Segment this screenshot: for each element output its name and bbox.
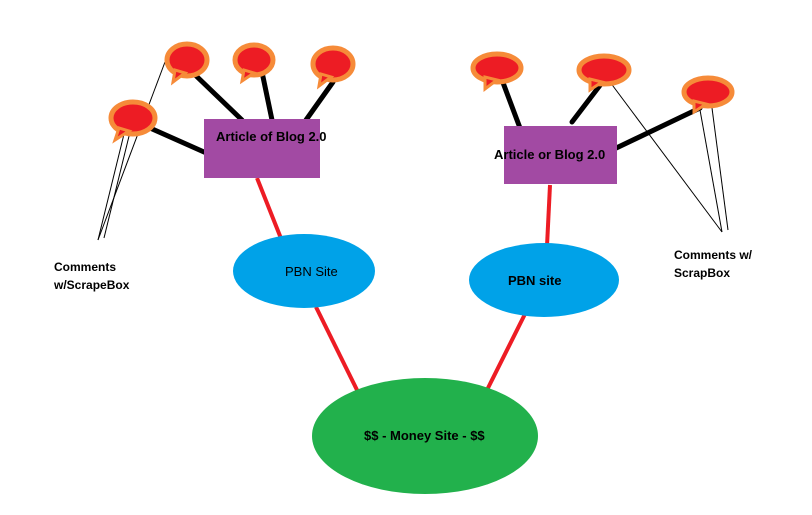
annotation-pointers-left (97, 61, 166, 241)
speech-bubble-icon (108, 99, 158, 144)
pbn-ellipse-right (469, 243, 619, 317)
article-label-left: Article of Blog 2.0 (216, 129, 327, 144)
comments-label-right-line2: ScrapBox (674, 266, 730, 280)
money-site-ellipse (312, 378, 538, 494)
speech-bubble-icon (576, 53, 632, 93)
backlinks (255, 177, 552, 393)
comments-label-left-line1: Comments (54, 260, 116, 274)
speech-bubble-icon (164, 41, 210, 86)
speech-bubble-icon (681, 75, 735, 115)
comments-label-left-line2: w/ScrapeBox (53, 278, 130, 292)
comments-label-right-line1: Comments w/ (674, 248, 753, 262)
pbn-label-right: PBN site (508, 273, 561, 288)
article-box-right (504, 126, 617, 184)
article-label-right: Article or Blog 2.0 (494, 147, 605, 162)
pbn-ellipse-left (233, 234, 375, 308)
speech-bubble-icon (470, 51, 524, 92)
article-box-left (204, 119, 320, 178)
pbn-label-left: PBN Site (285, 264, 338, 279)
speech-bubble-icon (310, 45, 356, 90)
speech-bubble-icon (232, 42, 276, 85)
money-site-label: $$ - Money Site - $$ (364, 428, 485, 443)
annotation-pointers-right (609, 81, 729, 233)
